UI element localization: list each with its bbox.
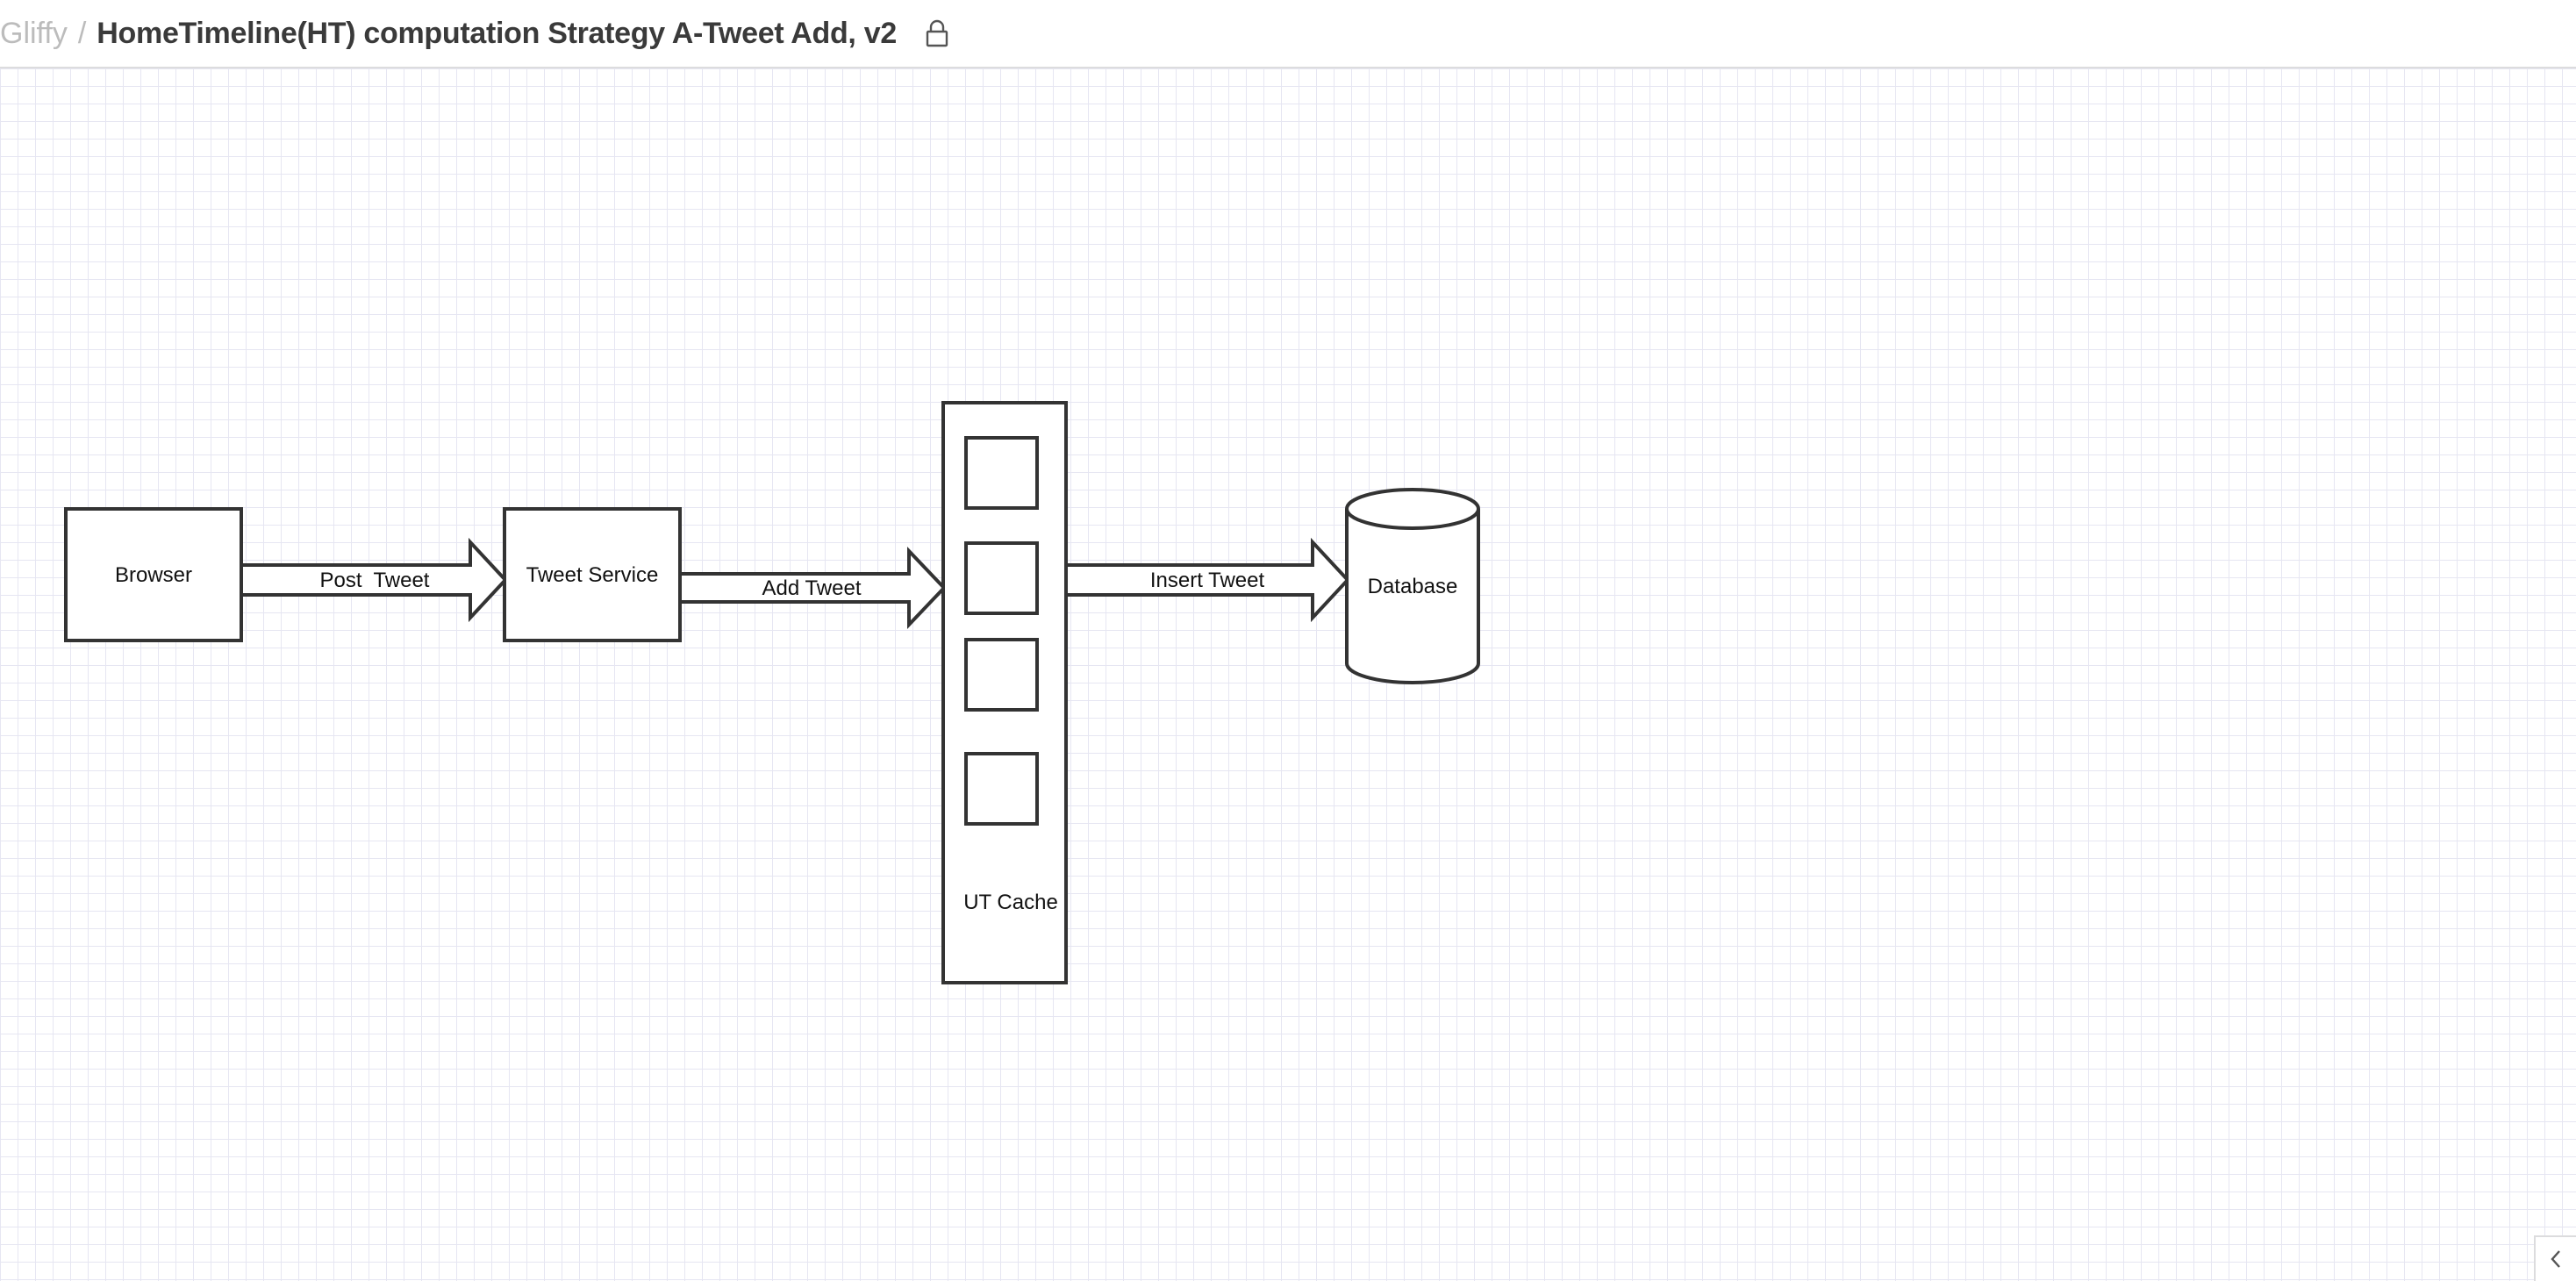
post-tweet-label: Post Tweet — [320, 569, 430, 592]
browser-label: Browser — [115, 563, 192, 587]
ut-cache-node[interactable]: UT Cache — [941, 401, 1068, 984]
breadcrumb-separator: / — [77, 16, 87, 50]
cache-slot-3 — [964, 638, 1039, 712]
breadcrumb-root-link[interactable]: Gliffy — [0, 16, 68, 50]
insert-tweet-arrow[interactable]: Insert Tweet — [1064, 537, 1350, 623]
diagram-canvas[interactable]: Browser Post Tweet Tweet Service Add Twe… — [0, 67, 2576, 1281]
cache-slot-1 — [964, 436, 1039, 510]
database-node[interactable]: Database — [1345, 488, 1480, 684]
lock-icon — [926, 19, 948, 47]
tweet-service-node[interactable]: Tweet Service — [503, 507, 682, 642]
tweet-service-label: Tweet Service — [526, 563, 659, 587]
cache-slot-4 — [964, 752, 1039, 826]
diagram-svg: Browser Post Tweet Tweet Service Add Twe… — [64, 401, 1480, 984]
ut-cache-label: UT Cache — [963, 891, 1058, 914]
lock-button[interactable] — [919, 16, 955, 51]
post-tweet-arrow[interactable]: Post Tweet — [240, 537, 508, 623]
header-bar: Gliffy / HomeTimeline(HT) computation St… — [0, 0, 2576, 67]
add-tweet-label: Add Tweet — [762, 576, 862, 600]
chevron-left-icon — [2551, 1250, 2560, 1268]
breadcrumb: Gliffy / HomeTimeline(HT) computation St… — [0, 17, 897, 51]
diagram-title: HomeTimeline(HT) computation Strategy A-… — [97, 16, 897, 50]
sidebar-toggle-button[interactable] — [2534, 1235, 2576, 1281]
browser-node[interactable]: Browser — [64, 507, 243, 642]
database-label: Database — [1368, 575, 1458, 598]
add-tweet-arrow[interactable]: Add Tweet — [678, 547, 947, 629]
cache-slot-2 — [964, 541, 1039, 615]
insert-tweet-label: Insert Tweet — [1150, 569, 1265, 592]
